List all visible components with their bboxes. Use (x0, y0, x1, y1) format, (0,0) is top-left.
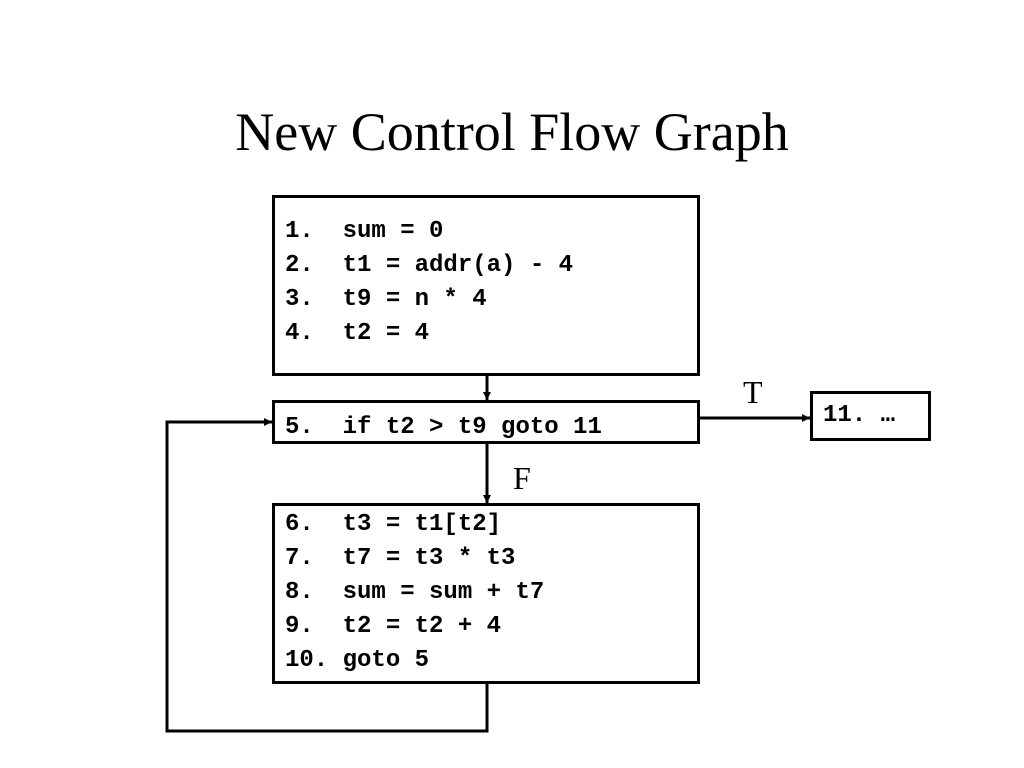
code-line: 6. t3 = t1[t2] (285, 511, 502, 538)
code-line: 3. t9 = n * 4 (285, 286, 487, 313)
code-line: 8. sum = sum + t7 (285, 579, 545, 606)
basic-block-3: 6. t3 = t1[t2] 7. t7 = t3 * t3 8. sum = … (272, 503, 700, 684)
basic-block-2: 5. if t2 > t9 goto 11 (272, 400, 700, 444)
page-title: New Control Flow Graph (235, 102, 789, 162)
false-branch-label: F (513, 460, 531, 496)
basic-block-1: 1. sum = 0 2. t1 = addr(a) - 4 3. t9 = n… (272, 195, 700, 376)
code-line: 2. t1 = addr(a) - 4 (285, 252, 574, 279)
edge-b3-loop-back-to-b2 (165, 418, 489, 733)
code-line: 9. t2 = t2 + 4 (285, 613, 502, 640)
code-line: 5. if t2 > t9 goto 11 (285, 414, 602, 441)
code-line: 4. t2 = 4 (285, 320, 430, 347)
code-line: 10. goto 5 (285, 647, 430, 674)
basic-block-4: 11. … (810, 391, 931, 441)
code-line: 7. t7 = t3 * t3 (285, 545, 516, 572)
true-branch-label: T (743, 374, 763, 410)
code-line: 11. … (823, 402, 896, 429)
code-line: 1. sum = 0 (285, 218, 444, 245)
